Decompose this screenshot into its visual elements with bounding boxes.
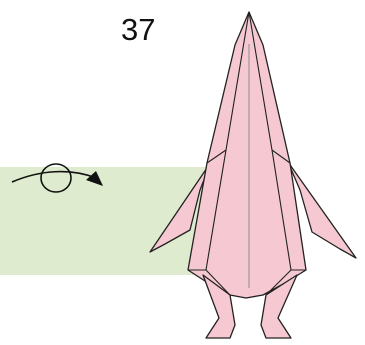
base-fold [188, 269, 231, 296]
lower-left-fold [206, 149, 227, 164]
right-flipper [287, 161, 357, 259]
lower-right-fold [271, 149, 291, 164]
left-flipper [149, 161, 212, 253]
turn-over-arrow-icon [11, 163, 103, 193]
step-number: 37 [121, 12, 155, 47]
origami-figure [149, 11, 357, 339]
base-fold-right [265, 269, 306, 296]
